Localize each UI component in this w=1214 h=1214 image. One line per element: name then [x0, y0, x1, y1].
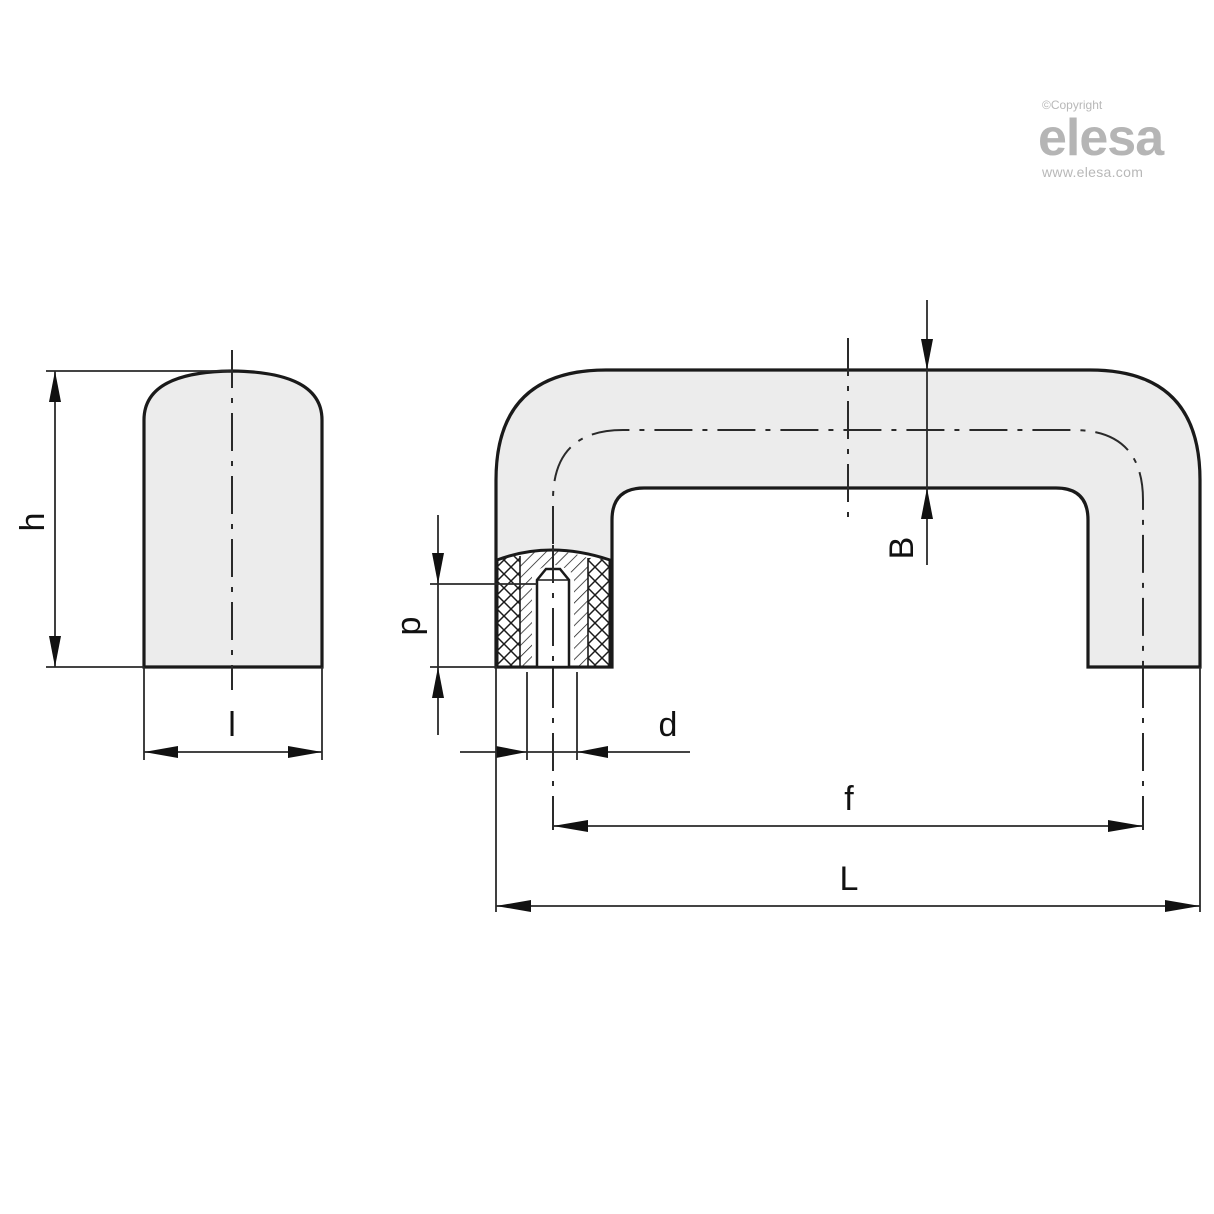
p-label: p — [390, 617, 428, 636]
elesa-watermark: ©Copyright elesa www.elesa.com — [1038, 98, 1178, 180]
handle-profile — [494, 368, 1202, 669]
L-label: L — [840, 860, 859, 898]
h-label: h — [14, 513, 52, 532]
website-url: www.elesa.com — [1042, 164, 1144, 180]
l-label: l — [228, 706, 236, 744]
copyright-text: ©Copyright — [1042, 98, 1103, 112]
front-view: B p d f L — [390, 300, 1202, 912]
f-label: f — [844, 780, 854, 818]
d-label: d — [659, 706, 678, 744]
section-insert — [495, 545, 612, 669]
side-view: h l — [14, 350, 324, 760]
brand-logo: elesa — [1038, 109, 1164, 167]
b-label: B — [883, 537, 921, 560]
